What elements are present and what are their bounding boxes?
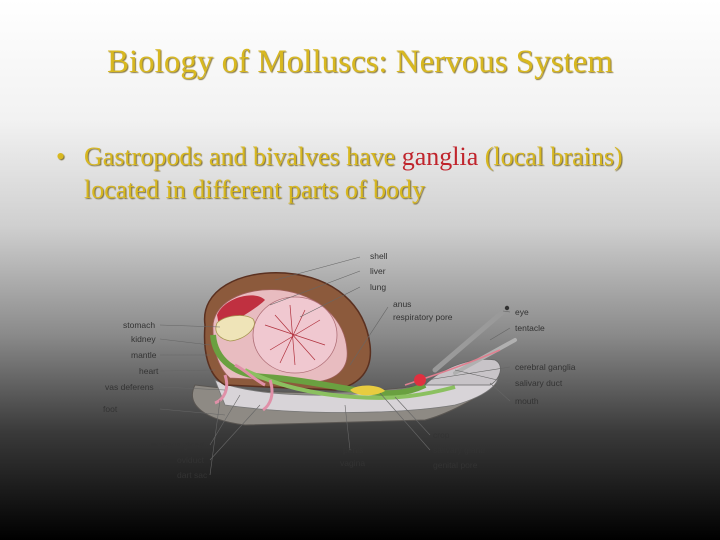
label-dart-sac: dart sac	[177, 470, 208, 480]
label-vas-deferens: vas deferens	[105, 382, 154, 392]
cerebral-ganglia-shape	[414, 374, 426, 386]
label-eye: eye	[515, 307, 529, 317]
label-respiratory-pore: respiratory pore	[393, 312, 453, 322]
snail-anatomy-diagram: shell liver lung anus respiratory pore e…	[95, 245, 615, 490]
bullet-block: • Gastropods and bivalves have ganglia (…	[56, 140, 676, 206]
eye-shape	[505, 306, 509, 310]
bullet-marker: •	[56, 140, 65, 173]
label-mouth: mouth	[515, 396, 539, 406]
label-mucous-gland: mucous gland	[151, 440, 204, 450]
label-vagina: vagina	[340, 458, 365, 468]
bullet-text: Gastropods and bivalves have ganglia (lo…	[84, 140, 676, 206]
label-liver: liver	[370, 266, 386, 276]
label-salivary-gland: salivary gland	[433, 445, 485, 455]
label-kidney: kidney	[131, 334, 156, 344]
bullet-text-before: Gastropods and bivalves have	[84, 142, 402, 171]
label-crop: crop	[433, 430, 450, 440]
label-genital-pore: genital pore	[433, 460, 478, 470]
label-penis: penis	[343, 445, 363, 455]
label-tentacle: tentacle	[515, 323, 545, 333]
label-cerebral-ganglia: cerebral ganglia	[515, 362, 576, 372]
label-stomach: stomach	[123, 320, 155, 330]
label-oviduct: oviduct	[177, 455, 205, 465]
label-anus: anus	[393, 299, 411, 309]
label-lung: lung	[370, 282, 386, 292]
label-mantle: mantle	[131, 350, 157, 360]
slide-title: Biology of Molluscs: Nervous System	[0, 44, 720, 81]
label-salivary-duct: salivary duct	[515, 378, 563, 388]
snail-head	[425, 359, 500, 385]
label-shell: shell	[370, 251, 388, 261]
label-foot: foot	[103, 404, 118, 414]
label-heart: heart	[139, 366, 159, 376]
ganglia-highlight: ganglia	[402, 142, 479, 171]
